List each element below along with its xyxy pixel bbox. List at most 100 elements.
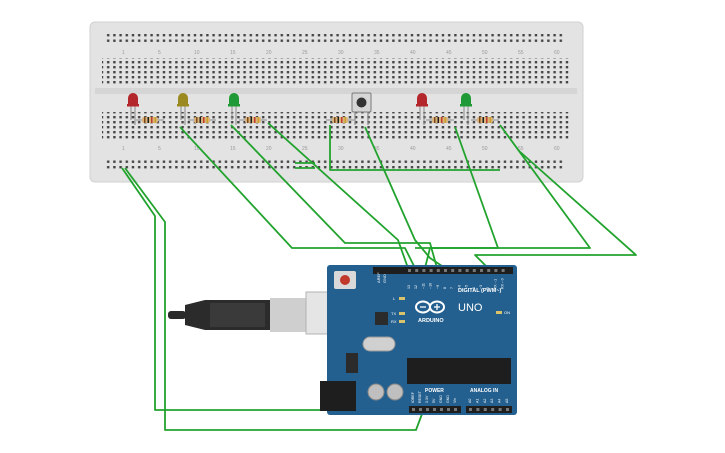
- aref-label: AREF: [376, 272, 381, 283]
- digital-header[interactable]: [373, 267, 513, 274]
- digital-pin-label: ~6: [457, 285, 461, 289]
- power-pin[interactable]: [440, 408, 443, 411]
- digital-pin[interactable]: [465, 269, 469, 272]
- wire-yellow-led: [230, 124, 438, 269]
- power-jack[interactable]: [320, 381, 356, 411]
- analog-pin[interactable]: [476, 408, 480, 411]
- column-label: 55: [518, 50, 524, 56]
- pushbutton[interactable]: [351, 92, 372, 125]
- status-leds: L TX RX ON: [391, 296, 510, 324]
- wire-button-2: [329, 125, 500, 171]
- digital-pin-label: ~9: [436, 285, 440, 289]
- crystal: [362, 336, 396, 352]
- power-pin-label: 3.3V: [425, 395, 429, 403]
- usb-cable[interactable]: [168, 291, 357, 335]
- digital-pin-label: ~5: [465, 285, 469, 289]
- power-pin[interactable]: [412, 408, 415, 411]
- column-label: 40: [410, 50, 416, 56]
- power-pin-label: IOREF: [411, 391, 415, 403]
- column-label: 5: [158, 50, 161, 56]
- power-pin[interactable]: [433, 408, 436, 411]
- model-label: UNO: [458, 302, 483, 314]
- resistor[interactable]: [471, 117, 499, 123]
- wires[interactable]: [121, 122, 637, 431]
- power-pin-label: GND: [439, 395, 443, 403]
- analog-pin[interactable]: [469, 408, 472, 411]
- digital-pin[interactable]: [501, 269, 505, 272]
- resistor[interactable]: [426, 117, 454, 123]
- digital-pin[interactable]: [436, 269, 440, 272]
- digital-pin[interactable]: [429, 269, 433, 272]
- wire-5v: [124, 167, 429, 431]
- power-pin[interactable]: [447, 408, 450, 411]
- column-label: 45: [446, 146, 452, 152]
- column-label: 30: [338, 50, 344, 56]
- column-label: 25: [302, 146, 308, 152]
- analog-pin[interactable]: [491, 408, 495, 411]
- center-channel: [95, 88, 577, 94]
- digital-pin[interactable]: [494, 269, 498, 272]
- column-label: 40: [410, 146, 416, 152]
- column-label: 10: [194, 50, 200, 56]
- svg-text:RX: RX: [391, 319, 397, 324]
- digital-pin[interactable]: [472, 269, 476, 272]
- led-group[interactable]: [127, 93, 472, 125]
- digital-pin[interactable]: [422, 269, 426, 272]
- resistor[interactable]: [326, 117, 354, 123]
- arduino-uno-board[interactable]: DIGITAL (PWM~) AREF GND ARDUINO UNO L TX…: [320, 265, 517, 415]
- resistor[interactable]: [188, 117, 216, 123]
- gnd-label: GND: [382, 274, 387, 283]
- digital-header-label: DIGITAL (PWM~): [458, 288, 502, 294]
- voltage-regulator: [346, 353, 358, 373]
- column-label: 20: [266, 50, 272, 56]
- analog-header-label: ANALOG IN: [470, 388, 498, 394]
- usb-chip: [375, 312, 388, 325]
- power-pin-label: 5V: [432, 398, 436, 403]
- column-label: 10: [194, 146, 200, 152]
- column-label: 35: [374, 146, 380, 152]
- digital-pin-label: 2: [486, 287, 490, 289]
- column-label: 50: [482, 146, 488, 152]
- column-label: 55: [518, 146, 524, 152]
- wire-green-led-1: [267, 122, 409, 269]
- yellow-led[interactable]: [177, 93, 189, 125]
- resistor-group[interactable]: [136, 117, 499, 123]
- red-led-2[interactable]: [416, 93, 428, 125]
- arduino-logo: [415, 300, 445, 314]
- digital-pin[interactable]: [451, 269, 455, 272]
- atmega-chip: [407, 358, 511, 384]
- column-label: 50: [482, 50, 488, 56]
- resistor[interactable]: [239, 117, 267, 123]
- digital-pin[interactable]: [415, 269, 419, 272]
- column-label: 25: [302, 50, 308, 56]
- column-label: 60: [554, 50, 560, 56]
- column-label: 1: [122, 146, 125, 152]
- digital-pin[interactable]: [408, 269, 411, 272]
- svg-text:L: L: [393, 296, 396, 301]
- digital-pin[interactable]: [487, 269, 491, 272]
- wire-green-led-2b: [474, 149, 637, 269]
- capacitor-1: [367, 383, 385, 401]
- analog-pin-label: A5: [505, 399, 509, 403]
- digital-pin[interactable]: [444, 269, 447, 272]
- analog-pin[interactable]: [498, 408, 502, 411]
- green-led-1[interactable]: [228, 93, 240, 125]
- digital-pin[interactable]: [480, 269, 483, 272]
- analog-pin[interactable]: [506, 408, 509, 411]
- digital-pin[interactable]: [458, 269, 462, 272]
- power-pin[interactable]: [419, 408, 422, 411]
- resistor[interactable]: [136, 117, 164, 123]
- analog-header[interactable]: [466, 406, 512, 413]
- brand-label: ARDUINO: [418, 318, 444, 324]
- pushbutton-cap[interactable]: [356, 97, 367, 108]
- power-pin[interactable]: [426, 408, 429, 411]
- svg-text:ON: ON: [504, 310, 510, 315]
- analog-pin[interactable]: [483, 408, 487, 411]
- green-led-2[interactable]: [460, 93, 472, 125]
- digital-pin-label: 4: [472, 287, 476, 289]
- red-led-1[interactable]: [127, 93, 139, 125]
- power-pin[interactable]: [454, 408, 457, 411]
